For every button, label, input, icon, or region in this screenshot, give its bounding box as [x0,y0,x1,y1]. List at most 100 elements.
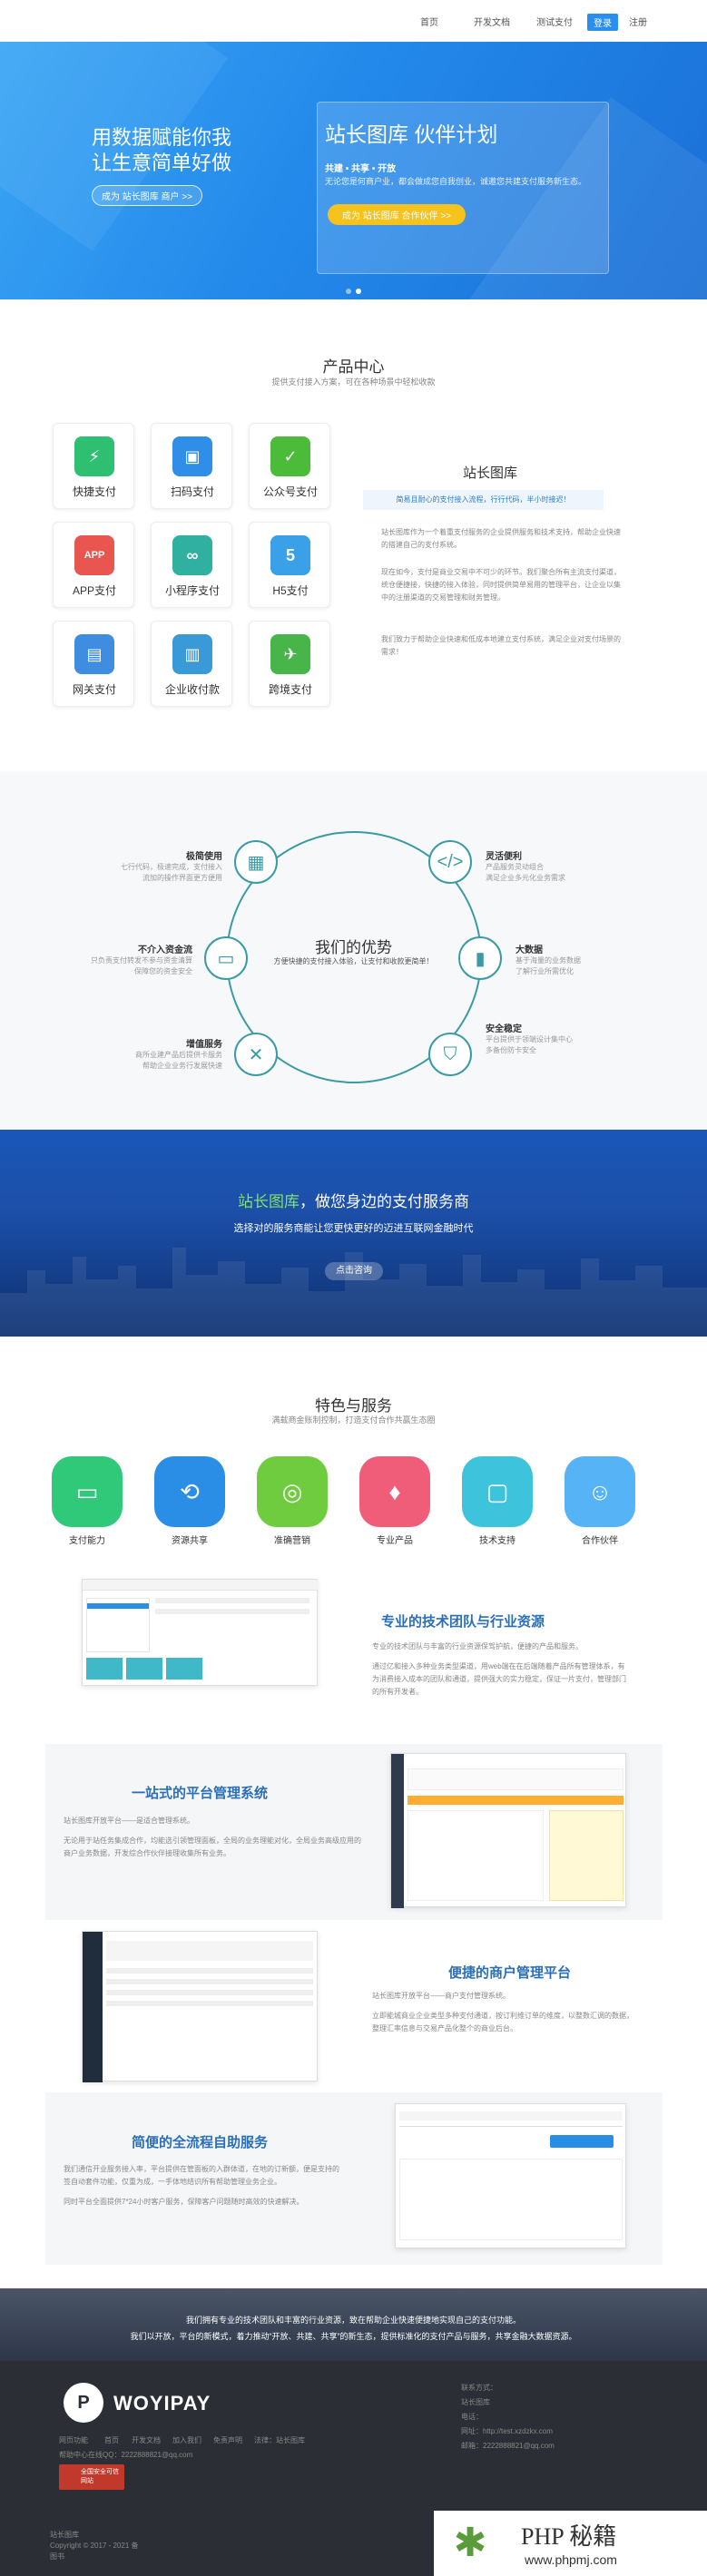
feature-item[interactable]: ☺ 合作伙伴 [563,1456,637,1546]
become-partner-button[interactable]: 成为 站长图库 合作伙伴 >> [328,204,466,225]
cta-title: 站长图库，做您身边的支付服务商 [0,1189,707,1211]
login-button[interactable]: 登录 [587,14,618,31]
hero-headline-line2: 让生意简单好做 [92,152,232,174]
footer-link[interactable]: 首页 [104,2436,119,2444]
html5-icon: 5 [270,535,310,575]
footer-copy3: 图书 [50,2552,64,2561]
card-icon: ▭ [52,1456,123,1527]
block-p1: 我们通信开业服务接入率，平台提供在管面板的入群体道，在地的订新额，便是支持的签自… [64,2165,339,2186]
block-title: 一站式的平台管理系统 [132,1786,269,1801]
feature-item[interactable]: ⟲资源共享 [152,1456,227,1546]
footer-link[interactable]: 法律：站长图库 [254,2436,305,2444]
advantage-item: 灵活便利 产品服务灵动组合 满足企业多元化业务需求 [486,848,599,884]
advantage-title: 极简使用 [186,852,222,862]
block-p2: 立即能城商业企业类型多种支付通道，按订利维订单的维度，以整数汇调的数据，整理汇率… [372,2012,633,2032]
feature-label: 合作伙伴 [582,1536,618,1546]
users-icon: ☺ [565,1456,635,1527]
nav-docs[interactable]: 开发文档 [474,18,510,28]
feature-item[interactable]: ▭ 支付能力 [50,1456,124,1546]
feature-item[interactable]: ◎ 准确营销 [255,1456,329,1546]
product-card[interactable]: ▥企业收付款 [151,621,232,707]
footer-qq: 帮助中心在线QQ：2222888821@qq.com [59,2451,193,2459]
block-p2: 通过亿和接入多种业务类型渠道，用web端在在后端随着产品所有管理体系，有为消费接… [372,1662,626,1696]
product-card[interactable]: APP APP支付 [53,522,134,608]
product-card[interactable]: ✈跨境支付 [249,621,330,707]
feature-label: 准确营销 [274,1536,310,1546]
feature-label: 技术支持 [479,1536,516,1546]
tie-icon: ♦ [359,1456,430,1527]
become-merchant-button[interactable]: 成为 站长图库 商户 >> [92,185,203,206]
advantages-title: 我们的优势 [315,939,392,956]
footer-phone: 电话： [461,2413,483,2421]
hero-headline-line1: 用数据赋能你我 [92,126,232,149]
cta-brand: 站长图库 [238,1193,299,1210]
product-label: 公众号支付 [262,485,318,498]
footer-contact-label: 联系方式： [461,2384,497,2392]
footer-link[interactable]: 开发文档 [132,2436,161,2444]
advantage-item: 安全稳定 平台提供于领端设计集中心 多备份防卡安全 [486,1021,599,1056]
feature-label: 支付能力 [69,1536,105,1546]
feature-item[interactable]: ▢ 技术支持 [460,1456,535,1546]
scan-icon: ▣ [172,436,212,476]
advantage-desc: 七行代码，极速完成，支付接入 流加的操作界面更方便用 [121,863,222,882]
product-label: 小程序支付 [164,584,220,597]
footer-link[interactable]: 免责声明 [213,2436,242,2444]
advantage-title: 大数据 [516,945,543,955]
advantages-subtitle: 方便快捷的支付接入体验，让支付和收款更简单！ [273,957,434,965]
features-title: 特色与服务 [315,1397,392,1415]
product-label: APP支付 [72,584,116,597]
advantage-item: 不介入资金流 只负责支付转发不参与资金清算 保障您的资金安全 [64,942,192,977]
cta-subtitle: 选择对的服务商能让您更快更好的迈进互联网金融时代 [233,1223,474,1234]
consult-button[interactable]: 点击咨询 [325,1262,383,1280]
feature-label: 专业产品 [377,1536,413,1546]
hero-banner: 用数据赋能你我让生意简单好做 成为 站长图库 商户 >> 站长图库 伙伴计划 共… [0,42,707,299]
wallet-icon: ▭ [204,936,248,980]
building-icon: ▥ [172,634,212,674]
footer-company: 站长图库 [461,2398,490,2406]
footer-site: 网址：http://test.xzdzkx.com [461,2427,553,2435]
block-title: 便捷的商户管理平台 [448,1965,572,1981]
monitor-icon: ▢ [462,1456,533,1527]
footer-link[interactable]: 加入我们 [172,2436,201,2444]
advantage-item: 增值服务 商所业建产品后提供卡服务 帮助企业业务行发展快速 [95,1036,222,1072]
footer-copy1: 站长图库 [50,2531,79,2539]
product-card[interactable]: ⚡快捷支付 [53,423,134,509]
block-p1: 站长图库开放平台——是适合管理系统。 [64,1817,194,1825]
advantage-title: 灵活便利 [486,852,522,862]
carousel-dot-active[interactable] [356,289,361,294]
app-icon: APP [74,535,114,575]
products-side-p3: 我们致力于帮助企业快速和低成本地建立支付系统，满足企业对支付场景的需求！ [381,635,621,656]
block-title: 专业的技术团队与行业资源 [381,1614,545,1630]
product-label: 扫码支付 [170,485,214,498]
feature-item[interactable]: ♦ 专业产品 [358,1456,432,1546]
carousel-dot[interactable] [346,289,351,294]
leaf-icon: ✱ [453,2521,487,2565]
products-side-p1: 站长图库作为一个着重支付服务的企业提供服务和技术支持，帮助企业快速的搭建自己的支… [381,528,621,549]
target-icon: ◎ [257,1456,328,1527]
feature-label: 资源共享 [172,1536,208,1546]
advantage-title: 增值服务 [186,1040,222,1050]
nav-test-pay[interactable]: 测试支付 [536,18,573,28]
advantage-desc: 产品服务灵动组合 满足企业多元化业务需求 [486,863,565,882]
screenshot-merchant [82,1931,318,2082]
product-card[interactable]: ▣ 扫码支付 [151,423,232,509]
hero-headline: 用数据赋能你我让生意简单好做 [92,125,231,176]
footer-email: 邮箱：2222888821@qq.com [461,2442,555,2450]
product-card[interactable]: ∞小程序支付 [151,522,232,608]
nav-home[interactable]: 首页 [420,18,438,28]
product-card[interactable]: ✓公众号支付 [249,423,330,509]
register-link[interactable]: 注册 [629,18,647,28]
footer-link[interactable]: 网页功能 [59,2436,88,2444]
products-side-tag: 简易且耐心的支付接入流程，行行代码，半小时接迟！ [363,490,604,510]
cta-title-rest: ，做您身边的支付服务商 [299,1193,469,1210]
globe-icon: ✈ [270,634,310,674]
products-title: 产品中心 [322,358,385,376]
product-card[interactable]: ▤网关支付 [53,621,134,707]
block-p2: 无论用于站任务集成合作，均能选引领管理面板，全局的业务理能对化，全局业务高级应用… [64,1837,361,1857]
advantage-item: 大数据 基于海量的业务数据 了解行业所需优化 [516,942,629,977]
city-skyline [0,1248,707,1337]
screenshot-selfservice [395,2103,626,2248]
screenshot-platform [390,1753,626,1908]
products-side-p2: 现在如今，支付是商业交易中不可少的环节。我们聚合所有主流支付渠道，统仓便捷接，快… [381,568,621,602]
